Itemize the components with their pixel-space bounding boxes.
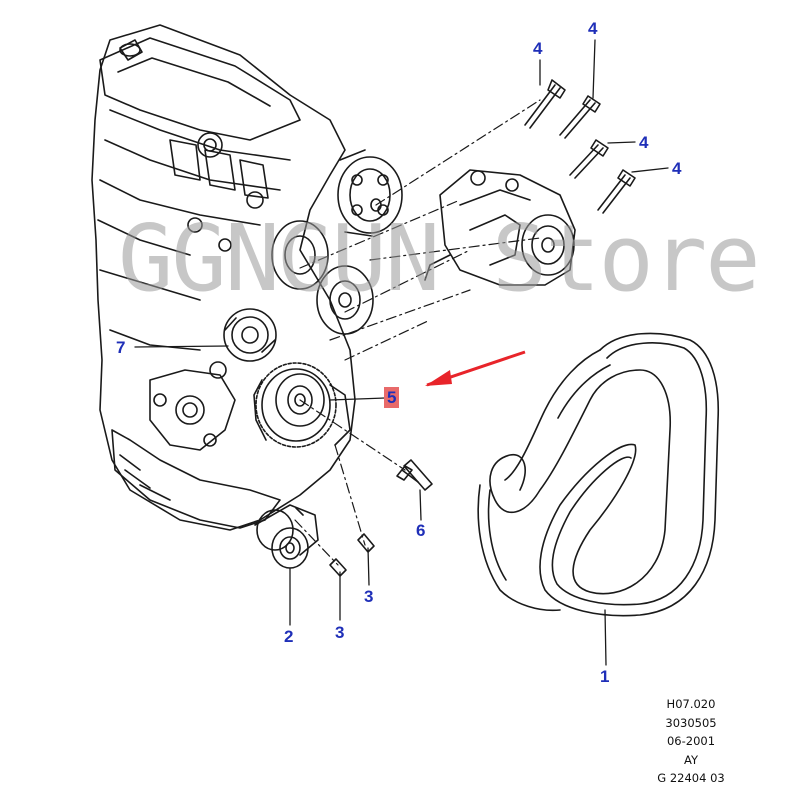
info-line: G 22404 03 <box>657 771 725 786</box>
callout-compressor-bolt-a: 4 <box>533 39 543 58</box>
red-arrow <box>425 350 526 387</box>
info-line: AY <box>684 752 698 767</box>
leader-lines <box>134 39 669 666</box>
crank-bolt <box>396 459 433 491</box>
info-line: H07.020 <box>666 697 716 711</box>
compressor-bolts <box>524 79 636 214</box>
serpentine-belt <box>477 332 720 617</box>
crank-pulley <box>253 362 351 448</box>
assembly-guide-lines <box>294 99 541 566</box>
callout-idler-pulley: 7 <box>116 338 126 357</box>
callout-compressor-bolt-c: 4 <box>639 133 649 152</box>
info-line: 06-2001 <box>666 734 716 749</box>
callout-tensioner-bolt-upper: 3 <box>364 587 374 606</box>
callout-crank-pulley: 5 <box>384 387 400 408</box>
callout-tensioner-bolt-lower: 3 <box>335 623 345 642</box>
reference-info-block: H07.020 3030505 06-2001 AY G 22404 03 <box>636 695 746 788</box>
idler-pulley <box>223 308 277 362</box>
callout-compressor-bolt-b: 4 <box>588 19 598 38</box>
callout-crank-bolt: 6 <box>416 521 426 540</box>
engine-block <box>91 24 356 531</box>
watermark-text: GGNGUN Store <box>118 205 761 312</box>
callout-tensioner: 2 <box>284 627 294 646</box>
callout-belt: 1 <box>600 667 610 686</box>
upper-pulley-assembly <box>271 149 403 335</box>
callout-compressor-bolt-d: 4 <box>672 159 682 178</box>
ac-compressor <box>424 169 576 286</box>
info-line: 3030505 <box>665 715 717 730</box>
